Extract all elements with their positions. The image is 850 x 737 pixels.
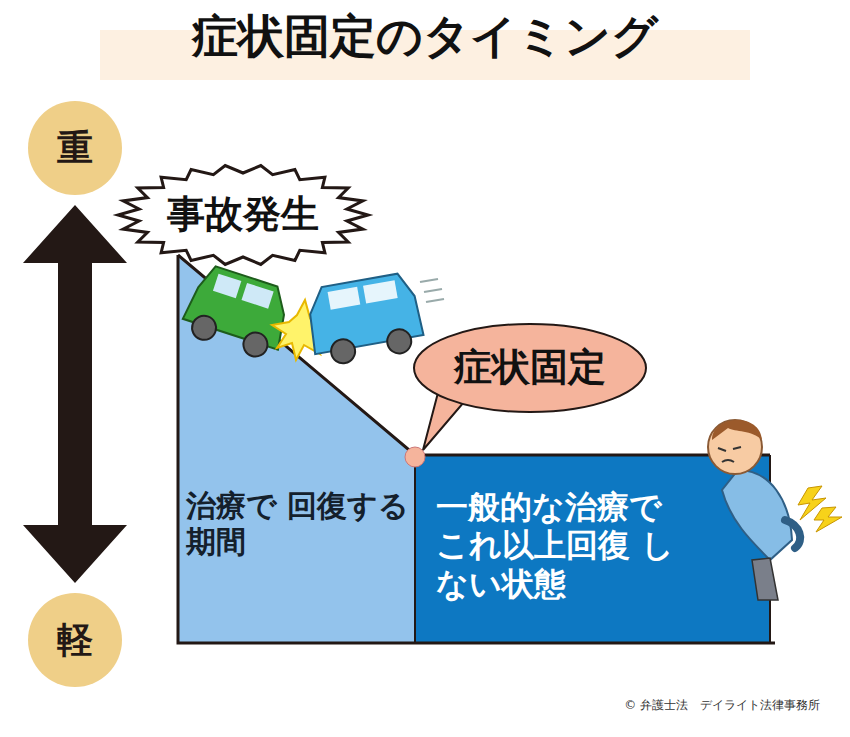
scale-circle: 重 bbox=[28, 101, 122, 195]
severity-line bbox=[178, 255, 770, 455]
copyright-note: © 弁護士法 デイライト法律事務所 bbox=[624, 697, 820, 714]
node-text: 症状固定 bbox=[454, 345, 606, 391]
fixation-point bbox=[405, 447, 425, 467]
node-text: 軽 bbox=[57, 618, 93, 661]
region-label: 一般的な治療で これ以上回復 しない状態 bbox=[436, 488, 684, 618]
axes bbox=[178, 255, 775, 643]
blue-car bbox=[304, 271, 426, 368]
node-text: 重 bbox=[57, 126, 93, 169]
node-text: 一般的な治療で これ以上回復 しない状態 bbox=[436, 488, 684, 603]
event-burst: 事故発生 bbox=[118, 165, 368, 265]
title: 症状固定のタイミング bbox=[0, 6, 850, 68]
plateau-region bbox=[415, 455, 770, 643]
scale-circle: 軽 bbox=[28, 593, 122, 687]
callout-bubble: 症状固定 bbox=[412, 322, 648, 414]
node-text: 事故発生 bbox=[167, 192, 319, 238]
speed-lines bbox=[420, 279, 444, 302]
scale-arrow bbox=[23, 205, 127, 583]
pain-bolts bbox=[798, 486, 842, 532]
region-label: 治療で 回復する期間 bbox=[186, 488, 410, 588]
divider bbox=[414, 455, 416, 643]
node-text: 治療で 回復する期間 bbox=[186, 488, 410, 560]
man-figure bbox=[708, 420, 800, 600]
